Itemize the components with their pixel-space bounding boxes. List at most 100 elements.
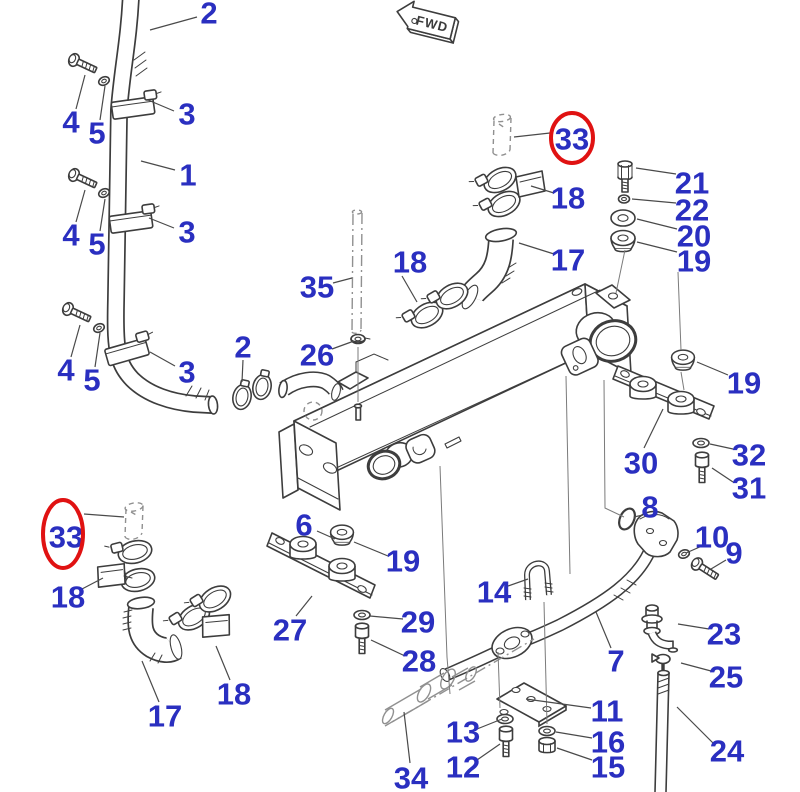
part-clamp-2a [232, 379, 252, 411]
part-bolt-4b [65, 166, 100, 192]
highlight-ellipses [41, 111, 595, 570]
callout-8: 8 [641, 490, 658, 525]
part-elbow-fitting-23 [641, 604, 679, 653]
leader-line-2 [149, 16, 198, 31]
callout-16: 16 [591, 725, 625, 760]
part-grommet-19a [610, 229, 636, 253]
leader-line-17 [141, 660, 160, 703]
leader-lines [70, 16, 734, 764]
leader-line-5 [99, 85, 106, 121]
leader-line-28 [370, 639, 406, 657]
callout-28: 28 [402, 644, 436, 679]
part-elbow-hose-17-bottom [122, 596, 183, 664]
callout-30: 30 [624, 446, 658, 481]
part-washer-13 [496, 713, 514, 725]
part-suction-pipe-7 [439, 545, 658, 683]
callout-5: 5 [83, 363, 100, 398]
callout-24: 24 [710, 734, 745, 769]
leader-line-4 [75, 189, 86, 223]
leader-line-6 [316, 530, 336, 540]
part-oring-8 [618, 507, 636, 531]
callout-3: 3 [178, 355, 195, 390]
callout-17: 17 [148, 699, 182, 734]
callout-19: 19 [386, 544, 420, 579]
callout-4: 4 [62, 105, 80, 140]
callout-18: 18 [217, 677, 251, 712]
leader-line-18 [530, 185, 555, 194]
callout-5: 5 [88, 227, 105, 262]
part-bolt-9 [688, 555, 722, 584]
callout-27: 27 [273, 613, 307, 648]
leader-line-33 [513, 132, 551, 138]
leader-line-12 [476, 743, 501, 761]
part-tag-18a [515, 170, 546, 198]
leader-line-3 [148, 217, 175, 229]
leader-line-35 [332, 277, 353, 284]
callout-4: 4 [57, 353, 75, 388]
callout-2: 2 [200, 0, 217, 31]
callout-21: 21 [675, 166, 709, 201]
part-tank-body [278, 283, 638, 511]
leader-line-15 [556, 747, 593, 761]
leader-line-18 [215, 645, 231, 681]
part-washer-16 [538, 725, 556, 737]
callout-31: 31 [732, 471, 766, 506]
leader-line-29 [369, 615, 404, 620]
leader-line-5 [94, 332, 101, 368]
leader-line-3 [149, 351, 176, 367]
callout-23: 23 [707, 617, 741, 652]
part-bolt-12 [498, 725, 514, 758]
callout-3: 3 [178, 97, 195, 132]
part-ghost-coupling [381, 638, 535, 727]
callout-12: 12 [446, 750, 480, 785]
leader-line-1 [140, 160, 176, 171]
witness-lines [357, 249, 685, 725]
leader-line-2 [241, 359, 244, 383]
part-drain-tube-24 [654, 669, 670, 792]
callout-18: 18 [51, 580, 85, 615]
leader-line-25 [680, 662, 712, 672]
part-bracket-27 [266, 532, 376, 599]
leader-line-33 [83, 513, 125, 518]
leader-line-21 [635, 167, 677, 175]
part-bolt-4a [65, 51, 100, 77]
callout-29: 29 [401, 605, 435, 640]
leader-line-18 [401, 275, 418, 303]
part-bolt-31 [694, 451, 710, 484]
callout-5: 5 [88, 116, 105, 151]
leader-line-18 [81, 577, 104, 590]
callout-32: 32 [732, 438, 766, 473]
leader-line-32 [709, 443, 734, 450]
part-valve-block [633, 510, 679, 558]
part-nut-26 [350, 333, 371, 345]
part-washer-5a [96, 74, 112, 88]
leader-line-4 [70, 324, 81, 358]
leader-line-5 [99, 198, 106, 232]
leader-line-19 [696, 361, 729, 376]
part-bolt-4c [59, 300, 94, 326]
leader-line-11 [525, 698, 592, 709]
leader-line-10 [685, 545, 703, 554]
leader-line-23 [677, 623, 710, 630]
callout-1: 1 [179, 158, 196, 193]
highlight-ellipse [549, 111, 595, 165]
fwd-sign: FWD [396, 0, 460, 44]
callout-15: 15 [591, 750, 625, 785]
callout-7: 7 [607, 644, 624, 679]
leader-line-14 [507, 578, 529, 587]
part-hose-stub [278, 371, 344, 401]
callout-18: 18 [393, 245, 427, 280]
part-washer-32 [692, 437, 710, 449]
leader-line-34 [403, 711, 411, 764]
callout-11: 11 [591, 694, 624, 729]
part-ghost-tube-33-bottom [124, 502, 144, 541]
callout-33: 33 [555, 122, 589, 157]
part-washer-20 [610, 209, 636, 227]
part-drain-valve-25 [651, 653, 671, 671]
part-washer-10 [676, 547, 692, 561]
leader-line-9 [710, 559, 727, 570]
part-clamp-2b [252, 369, 272, 401]
leader-line-19 [636, 241, 678, 253]
